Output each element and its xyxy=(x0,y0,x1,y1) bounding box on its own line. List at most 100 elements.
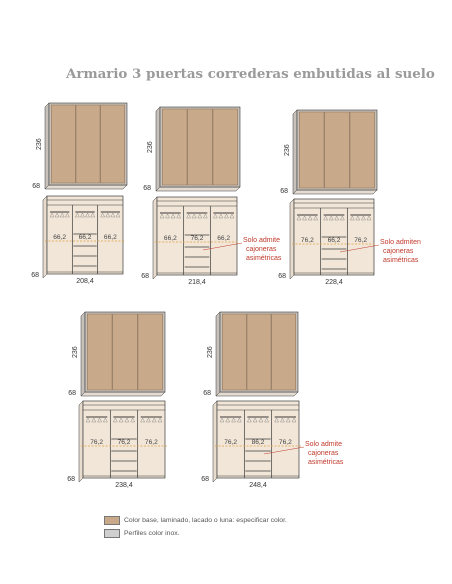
hanger xyxy=(170,213,176,219)
hanger xyxy=(355,215,361,221)
hanger xyxy=(146,417,151,423)
hanger xyxy=(130,417,135,423)
depth-dimension: 68 xyxy=(201,476,209,483)
legend-item-profile-color: Perfiles color inox. xyxy=(104,527,287,540)
sliding-door xyxy=(349,111,375,189)
compartment-width-label: 76,2 xyxy=(301,237,314,244)
hanger xyxy=(340,215,345,221)
depth-dimension: 68 xyxy=(280,188,288,195)
hanger xyxy=(103,417,108,423)
restriction-note: cajoneras xyxy=(308,450,339,457)
hanger xyxy=(90,212,95,218)
floor-panel xyxy=(215,391,299,397)
note-leader xyxy=(202,242,243,251)
hanger xyxy=(157,417,163,423)
hanger xyxy=(231,417,236,423)
sliding-door xyxy=(324,111,350,189)
compartment-width-label: 66,2 xyxy=(104,234,117,241)
hanger xyxy=(247,417,252,423)
hanger xyxy=(115,212,121,218)
compartment-width-label: 76,2 xyxy=(145,439,158,446)
hanger xyxy=(218,213,224,219)
restriction-note: cajoneras xyxy=(383,248,414,255)
side-panel xyxy=(212,400,218,483)
sliding-door xyxy=(212,108,238,186)
page-title: Armario 3 puertas correderas embutidas a… xyxy=(66,66,435,82)
hanger xyxy=(291,417,297,423)
hanger xyxy=(91,417,97,423)
note-leader xyxy=(339,244,380,253)
compartment-width-label: 76,2 xyxy=(354,237,367,244)
hanger xyxy=(258,417,264,423)
compartment-width-label: 76,2 xyxy=(279,439,292,446)
hanger xyxy=(366,215,372,221)
compartment-width-label: 66,2 xyxy=(79,234,92,241)
wardrobe-body xyxy=(82,400,166,479)
hanger xyxy=(225,417,231,423)
hanger xyxy=(274,417,279,423)
depth-dimension: 68 xyxy=(31,272,39,279)
wardrobe-open-view: 76,2 76,2 76,2 68 238,4 xyxy=(67,400,167,489)
floor-panel xyxy=(292,189,378,195)
sliding-door xyxy=(271,313,296,391)
side-panel xyxy=(215,311,221,397)
depth-dimension: 68 xyxy=(278,273,286,280)
depth-dimension: 68 xyxy=(67,476,75,483)
legend-swatch-door xyxy=(104,516,120,525)
hanger xyxy=(334,215,340,221)
depth-dimension: 68 xyxy=(141,273,149,280)
hanger xyxy=(165,213,170,219)
hanger xyxy=(85,212,90,218)
compartment-width-label: 66,2 xyxy=(328,237,341,244)
sliding-door xyxy=(137,313,163,391)
compartment-width-label: 76,2 xyxy=(118,439,131,446)
hanger xyxy=(252,417,258,423)
legend-label: Color base, laminado, lacado o luna: esp… xyxy=(124,517,287,524)
hanger xyxy=(302,215,307,221)
hanger xyxy=(285,417,291,423)
sliding-door xyxy=(112,313,138,391)
compartment-width-label: 66,2 xyxy=(164,235,177,242)
hanger xyxy=(113,417,118,423)
height-dimension: 236 xyxy=(147,141,154,153)
hanger xyxy=(97,417,102,423)
wardrobe-body xyxy=(216,400,300,479)
side-panel xyxy=(44,102,50,190)
legend-label: Perfiles color inox. xyxy=(124,530,180,537)
compartment-width-label: 86,2 xyxy=(252,439,265,446)
width-dimension: 248,4 xyxy=(249,482,267,489)
hanger xyxy=(313,215,318,221)
hanger xyxy=(350,215,355,221)
restriction-note: asimétricas xyxy=(383,257,419,264)
legend: Color base, laminado, lacado o luna: esp… xyxy=(104,514,287,540)
compartment-width-label: 76,2 xyxy=(224,439,237,446)
sliding-door xyxy=(100,104,125,184)
hanger xyxy=(280,417,285,423)
floor-panel xyxy=(44,184,128,190)
note-leader xyxy=(263,446,305,455)
width-dimension: 238,4 xyxy=(115,482,133,489)
compartment-width-label: 76,2 xyxy=(90,439,103,446)
hanger xyxy=(186,213,191,219)
hanger xyxy=(264,417,269,423)
sliding-door xyxy=(75,104,101,184)
hanger xyxy=(323,215,328,221)
depth-dimension: 68 xyxy=(32,183,40,190)
side-panel xyxy=(289,198,295,280)
wardrobe-body xyxy=(156,196,238,276)
height-dimension: 236 xyxy=(207,346,214,358)
hanger xyxy=(54,212,60,218)
sliding-door xyxy=(162,108,188,186)
hanger xyxy=(328,215,334,221)
side-panel xyxy=(155,106,161,192)
hanger xyxy=(176,213,181,219)
hanger xyxy=(59,212,65,218)
